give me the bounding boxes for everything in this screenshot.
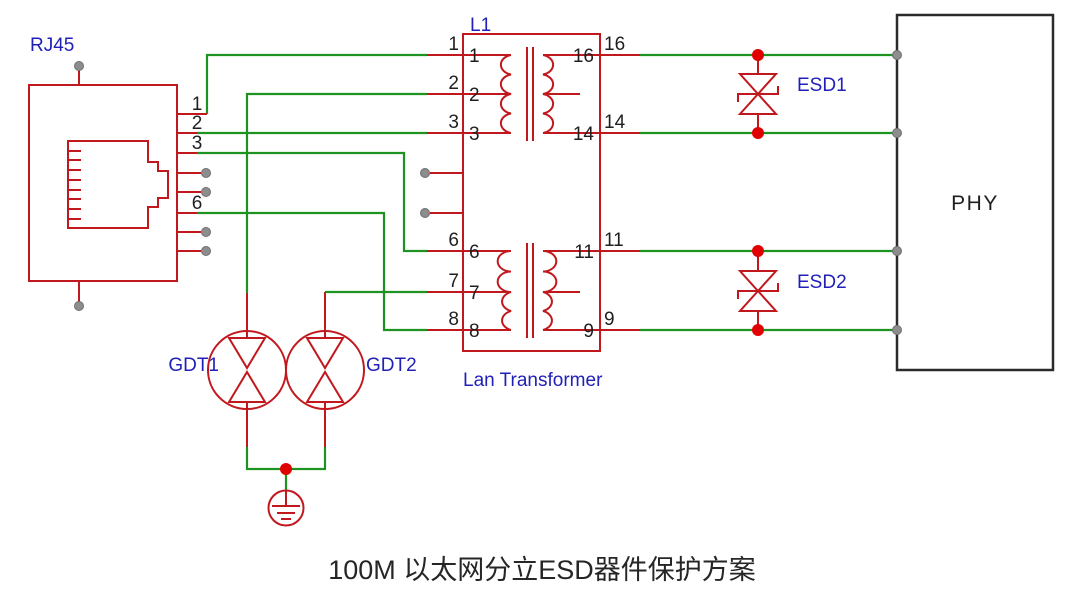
winding-bottom-secondary: [542, 250, 558, 331]
gdt2-electrode-top: [305, 337, 345, 370]
wire-rj45p1-to-xfmr1: [205, 53, 427, 114]
phy-pad: [892, 246, 902, 256]
xfmr-pin14-out: 14: [604, 112, 626, 133]
rj45-jack-icon: [67, 140, 169, 229]
esd2-cathode-bar: [737, 283, 779, 299]
xfmr-pin1-out: 1: [448, 34, 459, 55]
xfmr-pin8-in: 8: [469, 321, 480, 342]
transformer-nc-pad-1: [420, 168, 430, 178]
gdt1-envelope: [207, 330, 287, 410]
xfmr-pin6-out: 6: [448, 230, 459, 251]
phy-pad: [892, 325, 902, 335]
transformer-name: Lan Transformer: [463, 370, 603, 391]
esd1-tvs: ESD1: [737, 49, 847, 139]
junction-dot: [752, 245, 764, 257]
earth-ground-symbol: [267, 463, 305, 527]
xfmr-pin3-out: 3: [448, 112, 459, 133]
xfmr-pin11-in: 11: [574, 242, 594, 263]
transformer-nc-pad-2: [420, 208, 430, 218]
junction-dot: [280, 463, 292, 475]
xfmr-pin2-out: 2: [448, 73, 459, 94]
gdt2-label: GDT2: [366, 355, 417, 376]
junction-dot: [752, 127, 764, 139]
esd1-label: ESD1: [797, 75, 847, 96]
phy-body: [895, 13, 1055, 372]
phy-pad: [892, 50, 902, 60]
winding-top-secondary: [542, 54, 555, 134]
rj45-pin6-number: 6: [192, 193, 203, 214]
rj45-pin2-number: 2: [192, 113, 203, 134]
junction-dot: [752, 324, 764, 336]
lan-transformer: L1 Lan Transformer 1 2 3 6 7 8 1 2 3 6 7…: [420, 15, 640, 391]
transformer-body: [462, 33, 601, 352]
xfmr-pin2-in: 2: [469, 85, 480, 106]
xfmr-pin14-in: 14: [573, 124, 595, 145]
winding-bottom-primary: [496, 250, 512, 331]
rj45-label: RJ45: [30, 35, 74, 56]
esd2-tvs: ESD2: [737, 245, 847, 336]
wire-rj45p3-to-xfmr6: [197, 151, 427, 253]
esd2-triangle-bottom: [737, 289, 779, 312]
rj45-pin1-number: 1: [192, 94, 203, 115]
phy-chip: PHY: [892, 13, 1055, 372]
esd2-label: ESD2: [797, 272, 847, 293]
rj45-nc-pads: [201, 168, 211, 256]
gdt1-tube: GDT1: [168, 293, 287, 447]
esd1-cathode-bar: [737, 86, 779, 102]
ground-circle: [267, 489, 305, 527]
diagram-title: 100M 以太网分立ESD器件保护方案: [328, 555, 756, 585]
esd1-triangle-top: [737, 73, 779, 96]
phy-pad: [892, 128, 902, 138]
rj45-jack-contacts: [68, 150, 81, 220]
rj45-pin-stubs: [178, 113, 207, 252]
esd2-triangle-top: [737, 270, 779, 293]
wires: [197, 53, 895, 491]
phy-label: PHY: [951, 192, 999, 215]
xfmr-pin8-out: 8: [448, 309, 459, 330]
wire-xfmr2-to-gdt1: [245, 92, 427, 293]
xfmr-pin9-out: 9: [604, 309, 615, 330]
gdt1-electrode-bottom: [227, 370, 267, 403]
rj45-body: [28, 84, 178, 282]
winding-top-primary: [499, 54, 512, 134]
transformer-ref: L1: [470, 15, 491, 36]
xfmr-pin6-in: 6: [469, 242, 480, 263]
wire-rj45p6-to-xfmr8: [197, 211, 427, 332]
rj45-shield-pad-top: [74, 61, 84, 71]
xfmr-pin11-out: 11: [604, 230, 624, 251]
xfmr-pin9-in: 9: [583, 321, 594, 342]
xfmr-pin7-in: 7: [469, 283, 480, 304]
xfmr-pin1-in: 1: [469, 46, 480, 67]
gdt2-electrode-bottom: [305, 370, 345, 403]
xfmr-pin3-in: 3: [469, 124, 480, 145]
gdt1-label: GDT1: [168, 355, 219, 376]
gdt2-envelope: [285, 330, 365, 410]
rj45-shield-pad-bottom: [74, 301, 84, 311]
xfmr-pin7-out: 7: [448, 271, 459, 292]
gdt2-tube: GDT2: [285, 292, 417, 447]
xfmr-pin16-out: 16: [604, 34, 625, 55]
gdt1-electrode-top: [227, 337, 267, 370]
rj45-pin3-number: 3: [192, 133, 203, 154]
rj45-connector: RJ45 1 2 3 6: [28, 35, 211, 311]
xfmr-pin16-in: 16: [573, 46, 594, 67]
junction-dot: [752, 49, 764, 61]
transformer-left-leads: [427, 54, 511, 331]
transformer-right-leads: [543, 54, 640, 331]
esd1-triangle-bottom: [737, 92, 779, 115]
